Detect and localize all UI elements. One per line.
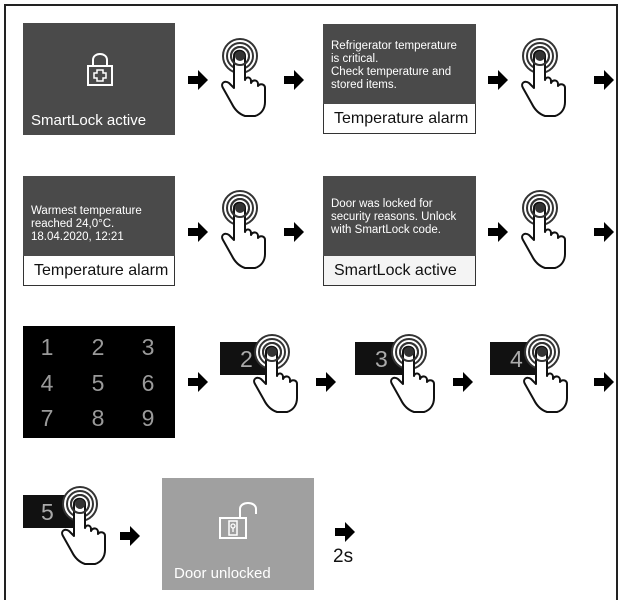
- tap-hand-icon: [521, 38, 566, 117]
- door-unlocked-panel: Door unlocked: [162, 478, 314, 590]
- message-line: 18.04.2020, 12:21: [31, 231, 124, 243]
- keypad-key-6[interactable]: 6: [141, 370, 155, 396]
- digit-label: 3: [375, 346, 388, 372]
- message-line: with SmartLock code.: [331, 224, 441, 236]
- tap-hand-icon: [221, 190, 266, 269]
- delay-label: 2s: [333, 546, 354, 567]
- arrow-right-icon: [120, 526, 140, 546]
- padlock-cross-icon: [87, 53, 113, 86]
- arrow-right-icon: [188, 222, 208, 242]
- arrow-right-icon: [594, 222, 614, 242]
- message-line: reached 24,0°C.: [31, 218, 115, 230]
- arrow-right-icon: [335, 522, 355, 542]
- tap-hand-icon: [61, 486, 106, 565]
- message-line: Check temperature and: [331, 66, 452, 78]
- temperature-alarm-panel: Refrigerator temperature is critical. Ch…: [323, 24, 476, 104]
- tap-hand-icon: [221, 38, 266, 117]
- padlock-open-icon: [219, 502, 257, 539]
- digit-label: 4: [510, 346, 523, 372]
- keypad-key-4[interactable]: 4: [40, 370, 54, 396]
- keypad-key-8[interactable]: 8: [91, 405, 105, 431]
- diagram-frame: [4, 4, 618, 600]
- alarm-message: Refrigerator temperature is critical. Ch…: [323, 24, 476, 92]
- tap-hand-icon: [253, 334, 298, 413]
- arrow-right-icon: [284, 70, 304, 90]
- message-line: Door was locked for: [331, 198, 433, 210]
- digit-label: 2: [240, 346, 253, 372]
- warmest-temperature-panel: Warmest temperature reached 24,0°C. 18.0…: [23, 176, 175, 256]
- keypad-key-1[interactable]: 1: [40, 334, 54, 360]
- arrow-right-icon: [488, 222, 508, 242]
- keypad-key-5[interactable]: 5: [91, 370, 105, 396]
- message-line: security reasons. Unlock: [331, 211, 457, 223]
- smartlock-active-bar: SmartLock active: [323, 256, 476, 286]
- keypad-key-7[interactable]: 7: [40, 405, 54, 431]
- message-line: stored items.: [331, 79, 397, 91]
- arrow-right-icon: [284, 222, 304, 242]
- keypad-key-2[interactable]: 2: [91, 334, 105, 360]
- smartlock-keypad: 1 2 3 4 5 6 7 8 9: [23, 326, 175, 438]
- arrow-right-icon: [488, 70, 508, 90]
- tap-hand-icon: [523, 334, 568, 413]
- tap-hand-icon: [521, 190, 566, 269]
- arrow-right-icon: [594, 372, 614, 392]
- temperature-alarm-bar: Temperature alarm: [23, 256, 175, 286]
- panel-label: SmartLock active: [31, 112, 147, 129]
- message-line: Refrigerator temperature: [331, 40, 457, 52]
- arrow-right-icon: [188, 372, 208, 392]
- arrow-right-icon: [453, 372, 473, 392]
- door-locked-panel: Door was locked for security reasons. Un…: [323, 176, 476, 256]
- arrow-right-icon: [188, 70, 208, 90]
- smartlock-active-panel: SmartLock active: [23, 23, 175, 135]
- digit-label: 5: [41, 499, 54, 525]
- tap-hand-icon: [390, 334, 435, 413]
- arrow-right-icon: [594, 70, 614, 90]
- keypad-key-3[interactable]: 3: [141, 334, 155, 360]
- door-locked-message: Door was locked for security reasons. Un…: [323, 176, 476, 237]
- keypad-key-9[interactable]: 9: [141, 405, 155, 431]
- message-line: Warmest temperature: [31, 205, 142, 217]
- temperature-alarm-bar: Temperature alarm: [323, 104, 476, 134]
- message-line: is critical.: [331, 53, 379, 65]
- panel-label: Door unlocked: [174, 565, 271, 582]
- arrow-right-icon: [316, 372, 336, 392]
- warmest-message: Warmest temperature reached 24,0°C. 18.0…: [23, 176, 175, 244]
